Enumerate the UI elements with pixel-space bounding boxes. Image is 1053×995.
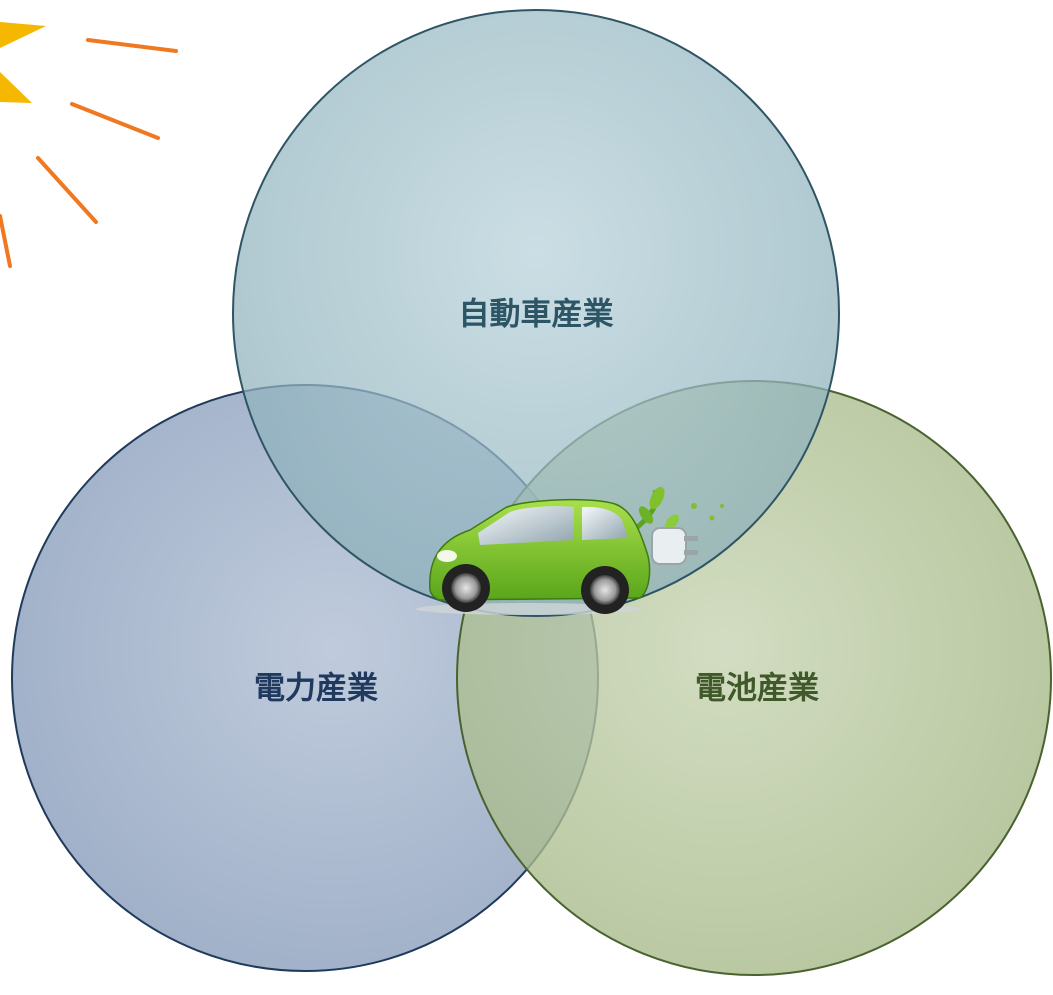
sun-rays-icon: [0, 22, 178, 268]
label-automotive: 自動車産業: [459, 297, 614, 333]
label-power: 電力産業: [254, 671, 378, 707]
label-battery: 電池産業: [695, 671, 819, 707]
circle-automotive: [232, 9, 840, 617]
electric-car-icon: [416, 486, 724, 615]
